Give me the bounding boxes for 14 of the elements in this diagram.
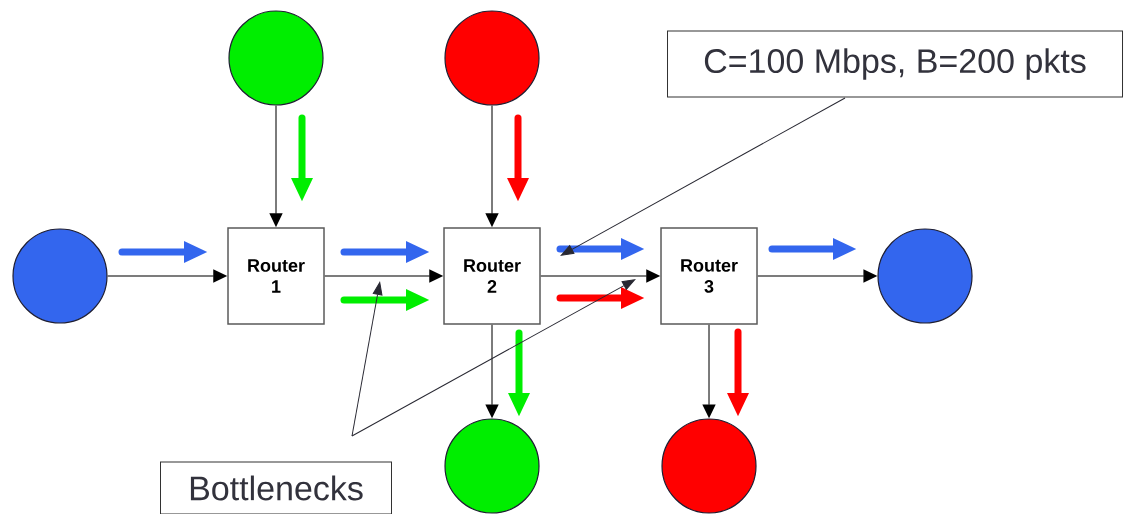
endpoint-circle [228,10,324,106]
leader-line [560,97,846,256]
endpoint-circle [661,418,757,514]
callout-box: C=100 Mbps, B=200 pkts [667,30,1123,98]
router-box: Router 2 [443,227,541,325]
endpoint-circle [444,10,540,106]
endpoint-circle [12,228,108,324]
leader-line [351,279,636,437]
callout-box: Bottlenecks [160,461,392,514]
router-box: Router 1 [227,227,325,325]
router-box: Router 3 [660,227,758,325]
endpoint-circle [444,418,540,514]
leader-line [351,281,383,437]
endpoint-circle [877,228,973,324]
